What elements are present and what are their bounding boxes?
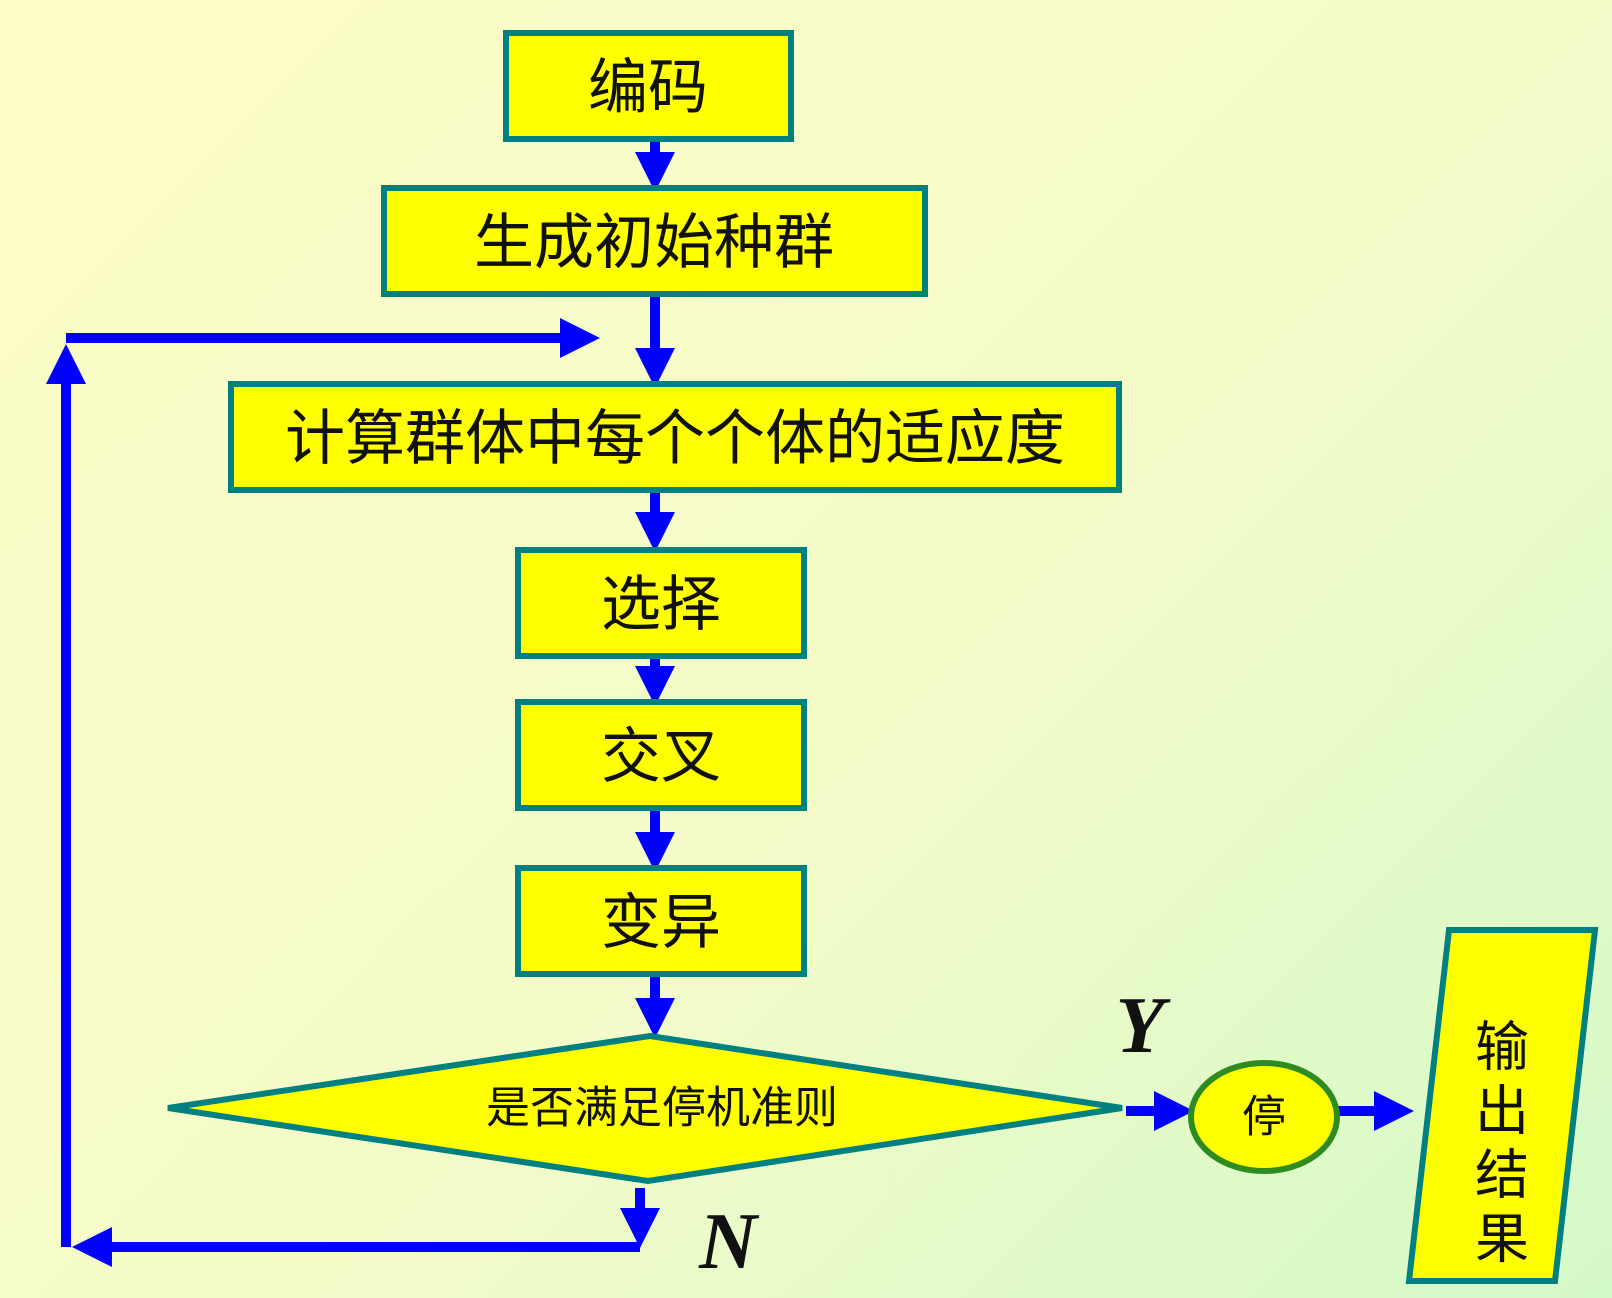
box-crossover: 交叉 xyxy=(515,699,807,811)
box-mutation-label: 变异 xyxy=(601,888,721,958)
box-mutation-shape xyxy=(515,865,807,977)
box-init-population-label: 生成初始种群 xyxy=(474,208,834,278)
box-encode: 编码 xyxy=(503,30,794,142)
decision-stop-criterion: 是否满足停机准则 xyxy=(167,1032,1123,1185)
box-init-population: 生成初始种群 xyxy=(381,185,928,297)
output-char-1: 输 xyxy=(1475,1016,1529,1079)
box-fitness-shape xyxy=(228,381,1122,493)
box-selection-shape xyxy=(515,547,807,659)
decision-label: 是否满足停机准则 xyxy=(486,1083,838,1134)
output-char-2: 出 xyxy=(1475,1080,1529,1143)
output-parallelogram-shape xyxy=(1405,927,1599,1284)
box-fitness-label: 计算群体中每个个体的适应度 xyxy=(285,404,1065,474)
box-fitness: 计算群体中每个个体的适应度 xyxy=(228,381,1122,493)
no-label: N xyxy=(698,1198,760,1286)
box-selection: 选择 xyxy=(515,547,807,659)
output-char-4: 果 xyxy=(1475,1208,1529,1271)
box-encode-label: 编码 xyxy=(588,53,708,123)
box-selection-label: 选择 xyxy=(601,570,721,640)
stop-label: 停 xyxy=(1242,1092,1286,1143)
output-result: 输 出 结 果 xyxy=(1405,927,1599,1284)
decision-diamond-shape xyxy=(167,1032,1123,1185)
box-encode-shape xyxy=(503,30,794,142)
stop-oval-shape xyxy=(1188,1060,1340,1174)
box-crossover-label: 交叉 xyxy=(601,722,721,792)
connectors xyxy=(46,140,1414,1267)
yes-label: Y xyxy=(1116,982,1171,1070)
output-char-3: 结 xyxy=(1475,1144,1529,1207)
stop-terminal: 停 xyxy=(1188,1060,1340,1174)
box-init-population-shape xyxy=(381,185,928,297)
box-crossover-shape xyxy=(515,699,807,811)
box-mutation: 变异 xyxy=(515,865,807,977)
